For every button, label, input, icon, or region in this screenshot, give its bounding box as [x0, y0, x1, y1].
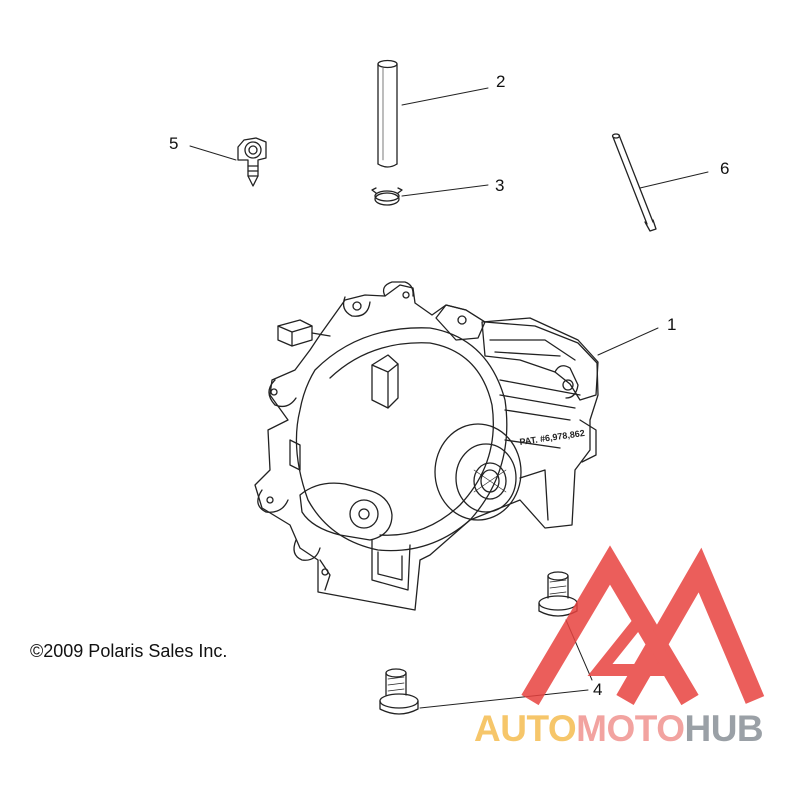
part-5-sensor [237, 137, 267, 187]
part-1-gearcase [254, 281, 599, 611]
watermark-logo [521, 545, 765, 706]
copyright-notice: ©2009 Polaris Sales Inc. [30, 641, 228, 661]
watermark-text: AUTOMOTOHUB [474, 708, 764, 750]
wire-connector [277, 319, 331, 347]
watermark-part-moto: MOTO [576, 708, 685, 749]
callout-2: 2 [496, 72, 506, 91]
part-3-clamp [371, 187, 403, 206]
housing-marking: PAT. #6,978,862 [519, 428, 585, 447]
callout-5: 5 [169, 134, 179, 153]
callout-3: 3 [495, 176, 505, 195]
watermark-part-auto: AUTO [474, 708, 577, 749]
callout-6: 6 [720, 159, 730, 178]
part-4-bolt-upper [538, 571, 578, 617]
part-6-rod [611, 133, 657, 232]
watermark-part-hub: HUB [684, 708, 764, 749]
callout-1: 1 [667, 315, 677, 334]
part-4-bolt-lower [379, 668, 419, 715]
part-2-tube [377, 59, 398, 168]
leader-lines [189, 87, 709, 709]
callout-4: 4 [593, 680, 603, 699]
